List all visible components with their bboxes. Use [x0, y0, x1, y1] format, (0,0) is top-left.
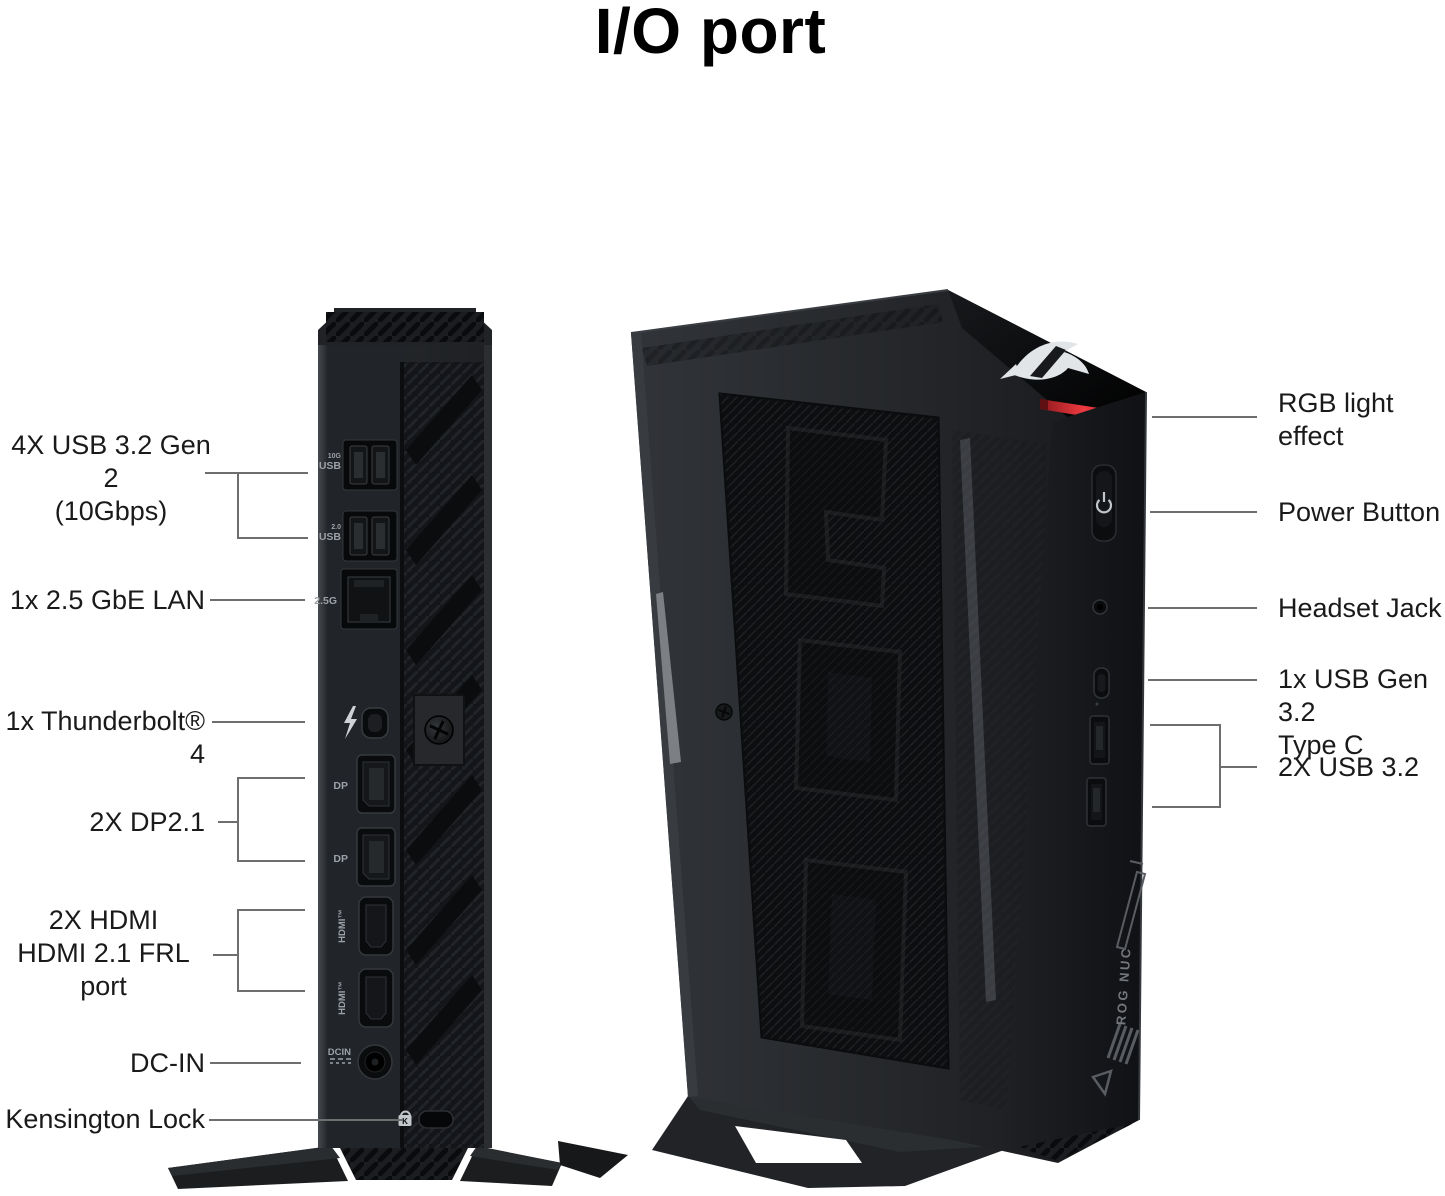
callout-label-headset: Headset Jack: [1278, 593, 1442, 623]
callout-line: [210, 1062, 301, 1064]
rear-dp2-port: [356, 827, 396, 887]
callout-label-dcin: DC-IN: [130, 1048, 205, 1078]
rear-lan-port: [340, 568, 398, 630]
rog-logo: [1000, 341, 1089, 380]
rear-stand-tip: [558, 1141, 628, 1178]
usb-a-port-1: [1089, 715, 1110, 765]
page-title: I/O port: [594, 0, 827, 67]
lan-label: 2.5G: [314, 595, 337, 607]
power-button[interactable]: [1091, 464, 1117, 542]
callout-line: [237, 537, 308, 539]
stand-cutout: [735, 1126, 862, 1163]
kensington-slot: [418, 1110, 454, 1129]
callout-line: [237, 777, 239, 862]
dp1-label: DP: [333, 780, 348, 792]
rog-nuc-text: ROG NUC: [1113, 946, 1133, 1026]
callout-line: [1148, 679, 1257, 681]
callout-line: [237, 909, 305, 911]
thunderbolt-icon: [344, 706, 357, 739]
callout-label-power: Power Button: [1278, 497, 1441, 527]
callout-label-usb32: 2X USB 3.2: [1278, 752, 1420, 782]
top-grille: [326, 312, 484, 342]
hdmi1-label: HDMI™: [337, 909, 348, 943]
usb-a-port-2: [1086, 777, 1107, 827]
side-deco: [1091, 860, 1147, 1097]
callout-label-hdmi: 2X HDMI HDMI 2.1 FRL port: [17, 905, 190, 1001]
front-bottom-vent: [1018, 1124, 1132, 1161]
callout-line: [218, 821, 239, 823]
headset-jack: [1092, 599, 1108, 615]
rear-thunderbolt-port: [361, 707, 389, 739]
callout-label-dp: 2X DP2.1: [89, 807, 205, 837]
callout-line: [1219, 766, 1257, 768]
callout-line: [209, 1119, 403, 1121]
rear-dcin-port: [357, 1044, 393, 1080]
svg-text:K: K: [402, 1117, 408, 1126]
usb-10g-tag: 10G: [328, 453, 342, 460]
callout-line: [237, 777, 305, 779]
callout-line: [237, 909, 239, 992]
right-side-face: [1004, 392, 1146, 1162]
callout-line: [237, 472, 239, 538]
callout-line: [210, 599, 305, 601]
left-accent-stripe: [656, 592, 681, 764]
callout-line: [213, 954, 239, 956]
dcin-label: DCIN: [328, 1047, 351, 1058]
callout-label-tb4: 1x Thunderbolt® 4: [5, 706, 205, 769]
callout-line: [1150, 724, 1220, 726]
callout-label-lan: 1x 2.5 GbE LAN: [9, 585, 205, 615]
callout-label-usb4x: 4X USB 3.2 Gen 2 (10Gbps): [11, 430, 211, 526]
dp2-label: DP: [333, 853, 348, 865]
callout-label-klock: Kensington Lock: [5, 1104, 205, 1134]
bottom-vent: [340, 1148, 468, 1180]
rear-hdmi2-port: [358, 968, 394, 1028]
callout-line: [237, 860, 305, 862]
callout-line: [212, 721, 305, 723]
callout-line: [1150, 511, 1257, 513]
callout-label-rgb: RGB light effect: [1278, 388, 1394, 451]
rear-hdmi1-port: [358, 896, 394, 956]
kensington-lock-icon: K: [398, 1110, 412, 1126]
rear-usb-ports-2: [342, 510, 398, 562]
usb-2-tag: 2.0: [331, 524, 341, 531]
callout-line: [205, 472, 308, 474]
usb-10g-label: USB: [319, 460, 342, 472]
usb-c-port: [1093, 667, 1110, 706]
power-icon: [1095, 492, 1113, 514]
hdmi2-label: HDMI™: [337, 981, 348, 1015]
callout-label-usbc: 1x USB Gen 3.2 Type C: [1278, 664, 1429, 760]
rear-view-device: 10G USB 2.0 USB 2.5G: [168, 308, 562, 1189]
rear-dp1-port: [356, 754, 396, 814]
usb-2-label: USB: [319, 531, 342, 543]
callout-line: [1152, 806, 1220, 808]
callout-line: [1148, 607, 1257, 609]
rear-usb-10g-ports: [342, 439, 398, 491]
callout-line: [237, 990, 305, 992]
front-view-device: ROG NUC: [558, 289, 1147, 1188]
callout-line: [1152, 416, 1257, 418]
